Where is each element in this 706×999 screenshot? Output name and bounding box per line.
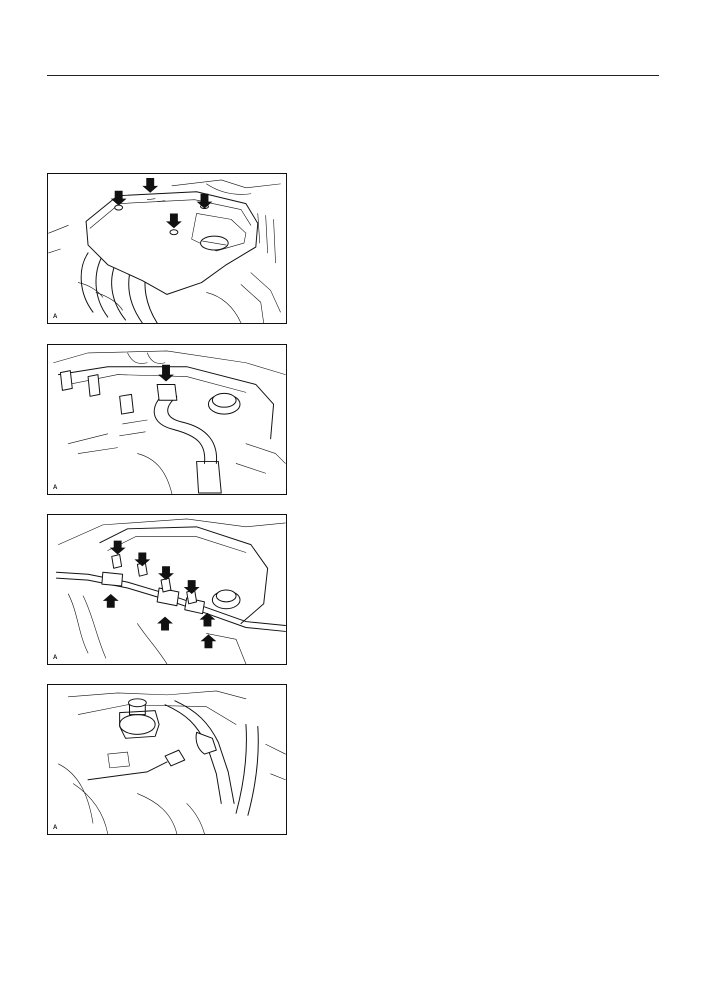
oil-cap-area-illustration <box>58 690 286 834</box>
figure-engine-cover: A <box>47 173 287 324</box>
figure-hose-disconnect: A <box>47 344 287 495</box>
injector-connectors-illustration <box>55 518 286 664</box>
figure-code: A <box>53 655 58 661</box>
header-rule <box>47 75 659 76</box>
figure-injector-connectors: A <box>47 514 287 665</box>
figure-code: A <box>53 825 58 831</box>
engine-cover-illustration <box>48 177 281 323</box>
hose-disconnect-illustration <box>53 350 286 494</box>
figure-code: A <box>53 314 58 320</box>
figure-code: A <box>53 485 58 491</box>
figure-oil-cap-area: A <box>47 684 287 835</box>
